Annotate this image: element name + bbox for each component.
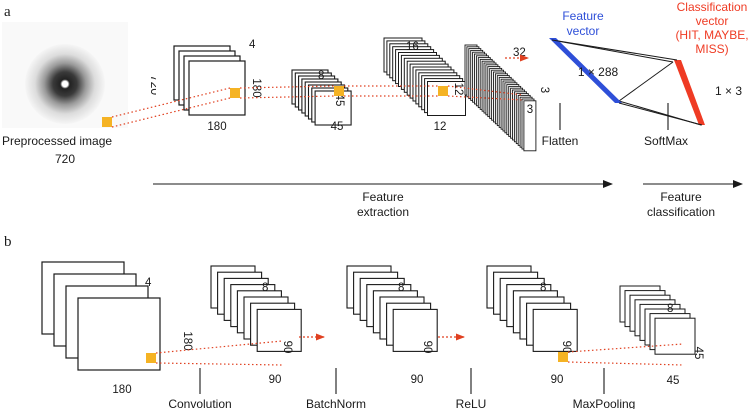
a-stack3-width: 12 [434,121,447,133]
classification-vector-bar [674,60,705,125]
a-stack1-final [173,45,246,116]
class-vector-title-3: (HIT, MAYBE, [675,28,748,42]
b-stack1-kernel [146,353,156,363]
a-stack3-kernel [438,86,448,96]
a-stack3-channels: 16 [406,41,419,53]
b-stack5 [619,285,696,355]
panel-a-letter: a [4,4,11,20]
feature-vector-title-1: Feature [562,9,604,23]
convolution-label: Convolution [168,397,231,409]
b-stack2-height: 90 [281,341,293,354]
softmax-label: SoftMax [644,134,688,148]
b-stack2-width: 90 [269,374,282,386]
input-width-label: 720 [55,152,75,166]
maxpooling-label: MaxPooling [573,397,636,409]
feature-extraction-label-1: Feature [362,190,404,204]
b-stack1 [41,261,161,371]
fc-connections [551,39,702,126]
a-stack3 [383,37,466,116]
b-stack3-height: 90 [421,341,433,354]
b-stack3 [346,265,438,352]
b-stack1-channels: 4 [145,277,152,289]
a-stack2-width: 45 [331,121,344,133]
b-stack4-channels: 8 [540,282,546,294]
feature-extraction-label-2: extraction [357,205,409,219]
a-stack1-kernel [230,88,240,98]
b-stack4-kernel [558,352,568,362]
b-stack5-channels: 8 [667,303,673,315]
b-stack4-height: 90 [560,341,572,354]
relu-label: ReLU [456,397,487,409]
b-stack5-height: 45 [692,347,704,360]
feature-classification-label-2: classification [647,205,715,219]
input-image [2,22,128,128]
b-stack4 [486,265,578,352]
a-receptive-field-lines [111,85,524,128]
a-stack4-width: 3 [527,104,533,116]
b-stack2-channels: 8 [262,282,268,294]
batchnorm-label: BatchNorm [306,397,366,409]
a-stack3-height: 12 [452,83,464,96]
feature-vector-title-2: vector [567,24,600,38]
feature-vector-bar [549,38,622,103]
a-stack1-channels: 4 [249,39,256,51]
feature-map-layer [523,100,537,152]
b-stack3-width: 90 [411,374,424,386]
a-stack4 [464,44,537,152]
feature-map-layer [392,308,438,352]
a-stack2-height: 45 [333,94,345,107]
a-stack2-kernel [334,86,344,96]
a-stack4-height: 3 [538,87,550,93]
a-stack4-channels: 32 [513,47,526,59]
class-vector-title-4: MISS) [695,42,728,56]
input-kernel-square [102,117,112,127]
a-stack1-width: 180 [207,121,226,133]
b-stack5-width: 45 [667,375,680,387]
a-stack2-channels: 8 [318,70,324,82]
b-stack4-width: 90 [551,374,564,386]
b-stack1-width: 180 [112,384,131,396]
b-stack1-height: 180 [181,331,193,350]
feature-map-layer [532,308,578,352]
panel-b-letter: b [4,234,12,250]
feature-map-layer [654,317,696,355]
feature-classification-label-1: Feature [660,190,702,204]
b-stack3-channels: 8 [398,282,404,294]
feature-map-layer [256,308,302,352]
input-image-label: Preprocessed image [2,134,112,148]
class-vector-size: 1 × 3 [715,84,742,98]
class-vector-title-2: vector [696,14,729,28]
a-stack1-height: 180 [250,78,262,97]
b-receptive-field-lines [155,340,684,366]
flatten-label: Flatten [542,134,579,148]
class-vector-title-1: Classification [677,0,748,14]
feature-vector-size: 1 × 288 [578,65,619,79]
b-stack2 [210,265,302,352]
